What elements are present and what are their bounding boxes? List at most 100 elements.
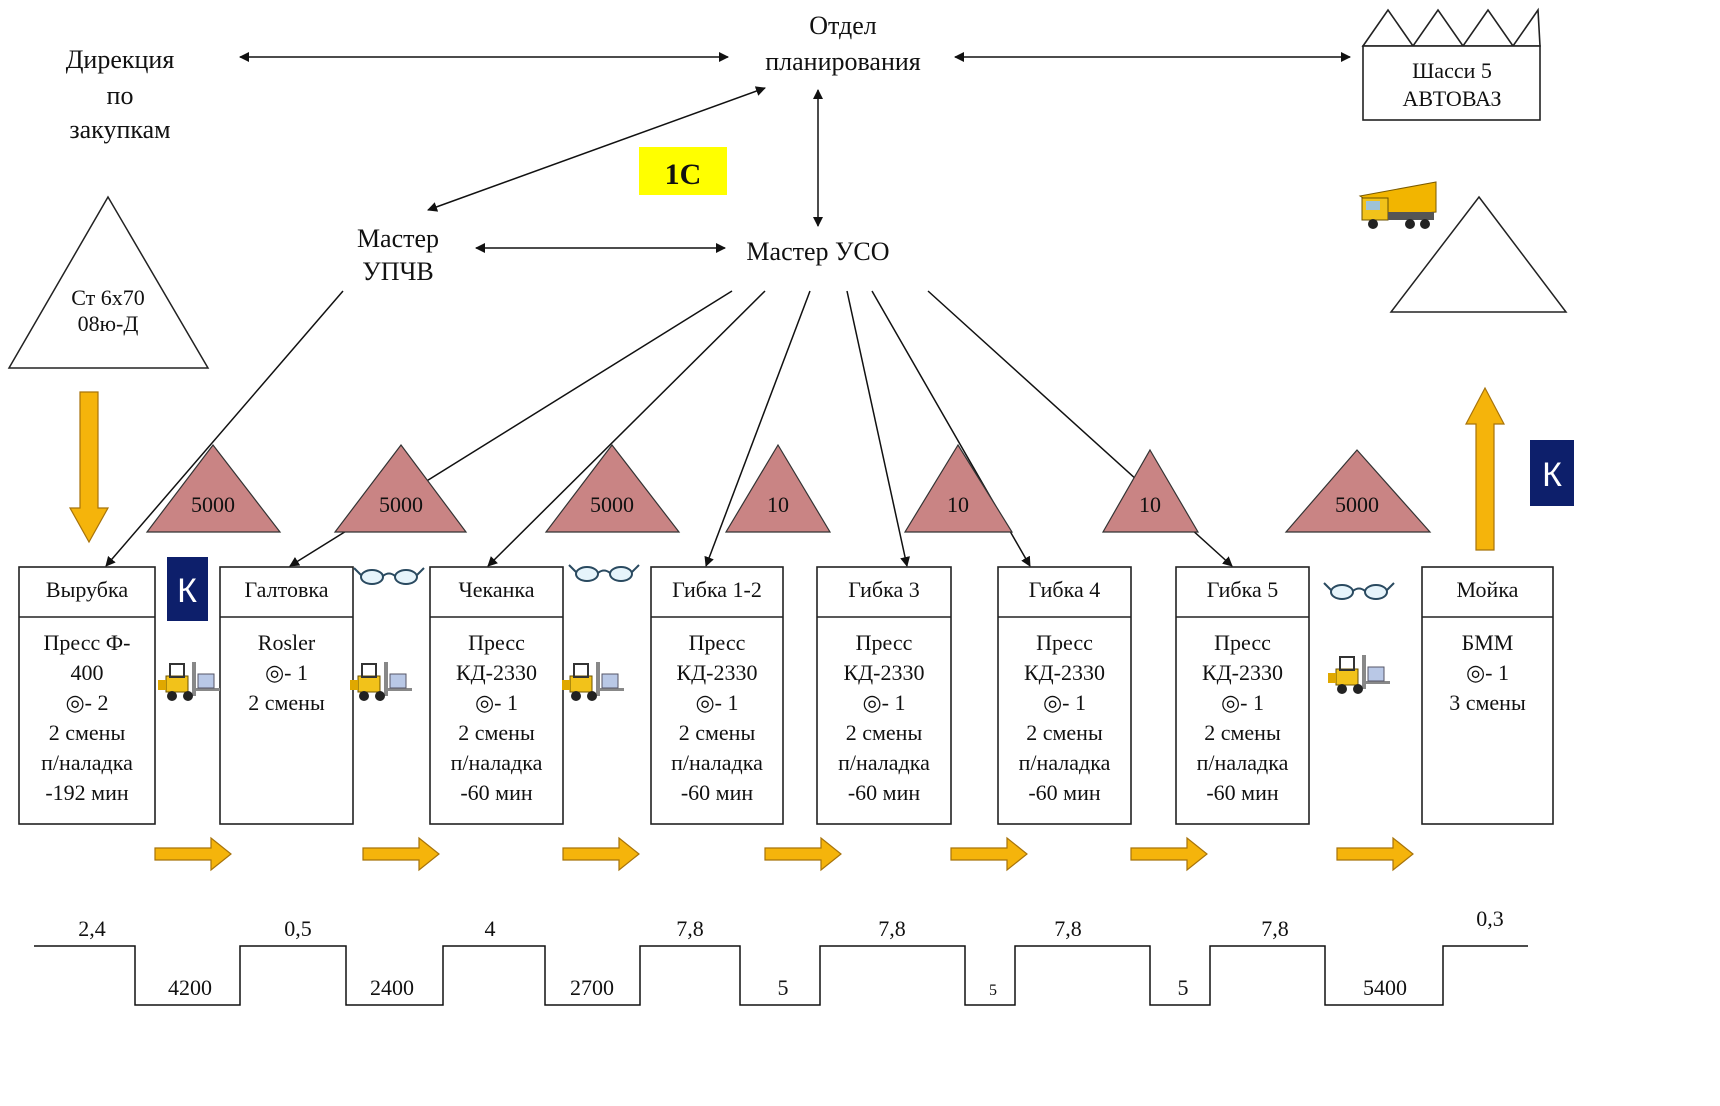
process-detail-line: Пресс bbox=[689, 630, 746, 655]
forklift-icon bbox=[1327, 654, 1391, 695]
cycle-time-value: 7,8 bbox=[1261, 916, 1289, 941]
cycle-time-value: 2,4 bbox=[78, 916, 106, 941]
process-detail-line: -60 мин bbox=[1028, 780, 1101, 805]
process-detail-line: п/наладка bbox=[838, 750, 930, 775]
process-detail-line: ◎- 2 bbox=[65, 690, 108, 715]
finished-goods-triangle bbox=[1389, 195, 1568, 313]
kanban-badge-shipping: К bbox=[1530, 440, 1574, 506]
process-detail-line: ◎- 1 bbox=[862, 690, 905, 715]
waiting-time-value: 5 bbox=[989, 982, 997, 999]
supplier-material-line-1: Ст 6х70 bbox=[71, 285, 145, 310]
waiting-time-value: 5 bbox=[1178, 975, 1189, 1000]
procurement-line-2: по bbox=[107, 81, 134, 110]
process-detail-line: КД-2330 bbox=[676, 660, 757, 685]
push-arrow-icon bbox=[764, 837, 842, 871]
process-detail-line: -60 мин bbox=[848, 780, 921, 805]
kanban-label: К bbox=[177, 572, 197, 610]
process-title: Гибка 4 bbox=[1029, 577, 1100, 602]
truck-icon bbox=[1358, 181, 1437, 229]
push-arrow-icon bbox=[1130, 837, 1208, 871]
push-arrow-icon bbox=[1336, 837, 1414, 871]
schedule-line-gibka-1-2 bbox=[704, 290, 811, 567]
process-detail-line: п/наладка bbox=[451, 750, 543, 775]
inventory-count: 10 bbox=[767, 492, 789, 517]
flow-arrows bbox=[154, 837, 1414, 871]
forklift-icon bbox=[561, 661, 625, 702]
master-uso: Мастер УСО bbox=[746, 237, 889, 266]
process-title: Гибка 5 bbox=[1207, 577, 1278, 602]
process-detail-line: 400 bbox=[71, 660, 104, 685]
push-arrow-icon bbox=[562, 837, 640, 871]
schedule-line-vyrubka bbox=[105, 290, 344, 567]
cycle-time-value: 7,8 bbox=[1054, 916, 1082, 941]
process-title: Галтовка bbox=[245, 577, 329, 602]
process-detail-line: 3 смены bbox=[1449, 690, 1526, 715]
forklift-icon bbox=[349, 661, 413, 702]
master-upchv-line-2: УПЧВ bbox=[362, 257, 433, 286]
process-detail-line: ◎- 1 bbox=[1043, 690, 1086, 715]
inventory-triangle: 5000 bbox=[333, 444, 468, 533]
procurement-node: Дирекция по закупкам bbox=[66, 45, 175, 144]
waiting-time-value: 2700 bbox=[570, 975, 614, 1000]
process-title: Гибка 3 bbox=[848, 577, 919, 602]
inventory-count: 5000 bbox=[379, 492, 423, 517]
cycle-time-value: 7,8 bbox=[878, 916, 906, 941]
process-detail-line: Пресс bbox=[1036, 630, 1093, 655]
waiting-time-value: 5 bbox=[778, 975, 789, 1000]
process-detail-line: п/наладка bbox=[41, 750, 133, 775]
inventory-count: 10 bbox=[1139, 492, 1161, 517]
process-title: Гибка 1-2 bbox=[672, 577, 762, 602]
process-detail-line: Rosler bbox=[258, 630, 316, 655]
customer-line-2: АВТОВАЗ bbox=[1403, 86, 1502, 111]
cycle-time-value: 4 bbox=[485, 916, 496, 941]
process-detail-line: Пресс Ф- bbox=[44, 630, 131, 655]
process-detail-line: ◎- 1 bbox=[475, 690, 518, 715]
inventory-triangle: 10 bbox=[903, 443, 1014, 533]
process-detail-line: п/наладка bbox=[1197, 750, 1289, 775]
process-detail-line: КД-2330 bbox=[1202, 660, 1283, 685]
schedule-line-chekanka bbox=[487, 290, 766, 567]
process-detail-line: ◎- 1 bbox=[265, 660, 308, 685]
process-detail-line: 2 смены bbox=[1026, 720, 1103, 745]
process-detail-line: КД-2330 bbox=[843, 660, 924, 685]
inventory-triangle: 5000 bbox=[1284, 449, 1432, 533]
planning-line-1: Отдел bbox=[809, 11, 877, 40]
push-arrow-icon bbox=[362, 837, 440, 871]
system-1c-tag: 1С bbox=[639, 147, 727, 195]
inventory-count: 10 bbox=[947, 492, 969, 517]
supplier-material-line-2: 08ю-Д bbox=[78, 311, 139, 336]
master-upchv-line-1: Мастер bbox=[357, 224, 439, 253]
cycle-time-value: 0,5 bbox=[284, 916, 312, 941]
process-detail-line: 2 смены bbox=[1204, 720, 1281, 745]
inventory-count: 5000 bbox=[590, 492, 634, 517]
process-title: Вырубка bbox=[46, 577, 128, 602]
push-arrow-icon bbox=[950, 837, 1028, 871]
glasses-icon bbox=[568, 564, 640, 582]
planning-department: Отдел планирования bbox=[765, 11, 921, 76]
master-upchv: Мастер УПЧВ bbox=[357, 224, 439, 286]
schedule-line-gibka-3 bbox=[846, 290, 910, 567]
push-arrow-icon bbox=[68, 391, 110, 544]
waiting-time-value: 4200 bbox=[168, 975, 212, 1000]
process-detail-line: -60 мин bbox=[460, 780, 533, 805]
timeline-line bbox=[34, 945, 1528, 1006]
process-detail-line: -60 мин bbox=[1206, 780, 1279, 805]
process-detail-line: КД-2330 bbox=[456, 660, 537, 685]
cycle-time-value: 7,8 bbox=[676, 916, 704, 941]
glasses-icon bbox=[1323, 582, 1395, 600]
process-detail-line: Пресс bbox=[856, 630, 913, 655]
kanban-badge-vyrubka: К bbox=[167, 557, 208, 621]
push-arrow-icon bbox=[1465, 386, 1505, 551]
inventory-triangle: 5000 bbox=[544, 444, 681, 533]
waiting-time-value: 2400 bbox=[370, 975, 414, 1000]
inventory-triangle: 10 bbox=[1101, 448, 1200, 533]
process-detail-line: ◎- 1 bbox=[1221, 690, 1264, 715]
customer-factory: Шасси 5 АВТОВАЗ bbox=[1361, 7, 1541, 121]
procurement-line-3: закупкам bbox=[69, 115, 170, 144]
supplier-material: Ст 6х70 08ю-Д bbox=[7, 195, 210, 369]
system-1c-label: 1С bbox=[665, 158, 702, 191]
